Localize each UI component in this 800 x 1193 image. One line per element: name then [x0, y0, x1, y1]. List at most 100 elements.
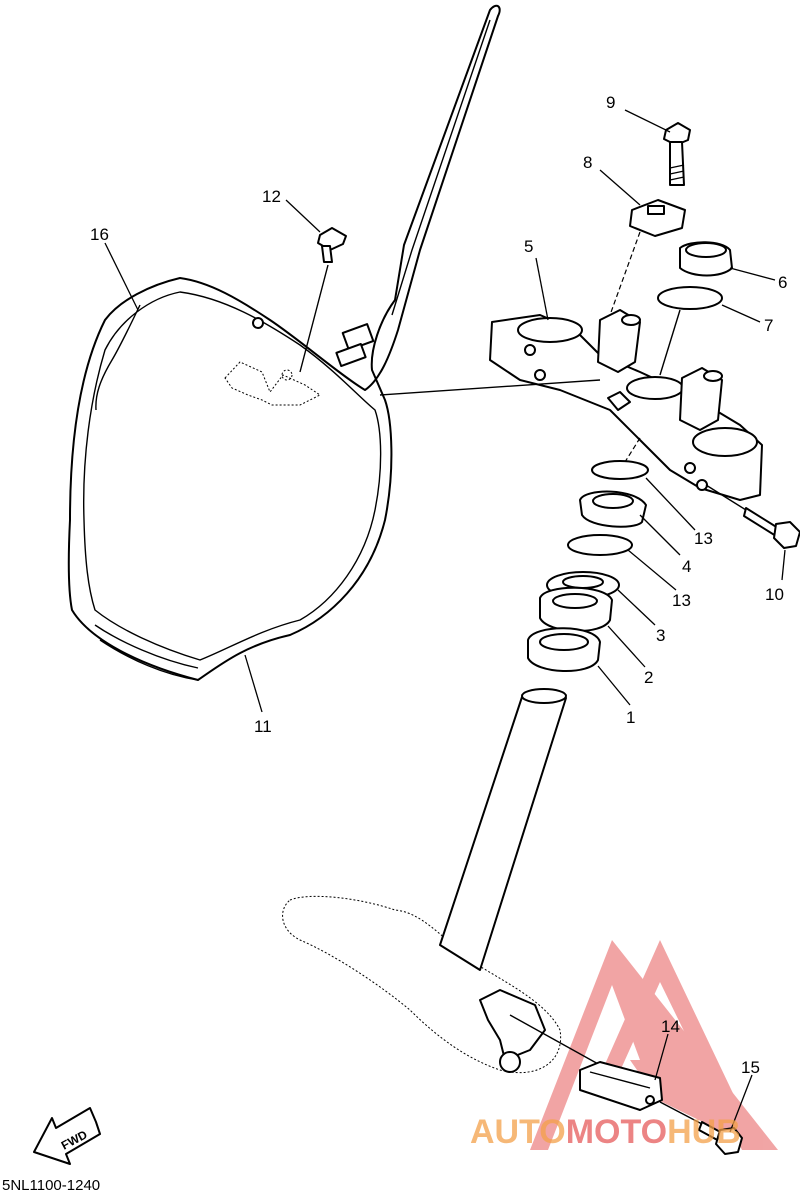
cap-8-axis	[609, 231, 641, 316]
bolt-10-shank	[743, 507, 779, 537]
leader-2	[607, 625, 646, 668]
stem-axis-upper	[619, 437, 641, 471]
guide-14-hole	[645, 1095, 655, 1105]
callout-10: 10	[765, 585, 784, 604]
callout-labels: 9 8 5 6 7 12 16 13 4 13 3 2 1 10 11 14 1…	[90, 93, 787, 1077]
watermark-text: AUTOMOTOHUB	[470, 1113, 741, 1151]
stem-tube	[439, 689, 567, 971]
callout-8: 8	[583, 153, 592, 172]
cap-8-slot	[647, 205, 665, 215]
callout-13-lower: 13	[672, 591, 691, 610]
callout-5: 5	[524, 237, 533, 256]
watermark-text-auto: AUTO	[470, 1113, 566, 1151]
bolt-9-thread	[669, 164, 685, 181]
leader-7	[721, 304, 761, 323]
fwd-arrow-shape	[33, 1107, 101, 1165]
lower-clamp	[479, 989, 546, 1061]
watermark-logo	[530, 940, 778, 1150]
cap-8-body	[629, 199, 686, 237]
number-plate-body	[67, 4, 501, 681]
handlebar-post-right	[679, 367, 723, 431]
bolt-12-head	[317, 227, 347, 251]
callout-1: 1	[626, 708, 635, 727]
guide-14-groove	[589, 1071, 651, 1089]
bolt-15-axis	[659, 1101, 703, 1125]
number-plate-lower-edge	[94, 624, 199, 681]
leader-6	[729, 267, 776, 281]
upper-bracket-body	[489, 314, 763, 501]
number-plate-mount-hole	[252, 317, 264, 329]
guide-14	[579, 1061, 663, 1111]
bolt-9-shank	[669, 141, 685, 186]
guide-14-body	[579, 1061, 663, 1111]
post-right-top	[703, 370, 723, 382]
upper-bracket-nub	[607, 391, 631, 411]
callout-7: 7	[764, 316, 773, 335]
leader-9	[624, 109, 671, 133]
watermark-text-hub: HUB	[667, 1113, 741, 1151]
washer-13-upper	[591, 460, 649, 480]
bolt-15-head	[715, 1127, 743, 1155]
leader-10	[781, 549, 786, 581]
leader-5	[535, 257, 549, 321]
clamp-to-guide-line	[509, 1014, 601, 1066]
leader-16	[104, 242, 139, 311]
ghost-bolt-hole	[281, 369, 293, 381]
upper-bracket-right-bore	[692, 427, 758, 457]
bolt-10-head	[773, 521, 800, 549]
watermark-text-moto: MOTO	[566, 1113, 667, 1151]
callout-12: 12	[262, 187, 281, 206]
bracket-to-plate-line	[379, 379, 601, 396]
washer-13-lower	[567, 534, 633, 556]
leader-8	[599, 169, 641, 206]
bolt-10-axis	[705, 484, 747, 511]
upper-bracket-left-bore	[517, 317, 583, 343]
number-plate-inner-edge	[83, 291, 382, 661]
clamp-hole-right-1	[684, 462, 696, 474]
callout-2: 2	[644, 668, 653, 687]
leader-13b	[627, 549, 677, 591]
bolt-10	[705, 484, 800, 549]
fwd-arrow: FWD	[33, 1107, 101, 1165]
callout-4: 4	[682, 557, 691, 576]
bolt-15	[659, 1101, 743, 1155]
nut-6-top	[685, 242, 727, 258]
nut-6	[679, 241, 733, 277]
leader-1	[597, 665, 631, 706]
bearing-1-bore	[539, 633, 589, 651]
watermark-triangle-inner	[598, 940, 760, 1150]
clamp-hole-left-1	[524, 344, 536, 356]
number-plate-slot-lower	[335, 342, 367, 368]
bolt-9-head	[663, 122, 691, 146]
bolt-12	[299, 227, 347, 373]
leader-lines	[104, 109, 786, 1133]
number-plate-panel-edge	[95, 304, 141, 411]
callout-14: 14	[661, 1017, 680, 1036]
steering-stem	[282, 688, 601, 1074]
callout-6: 6	[778, 273, 787, 292]
callout-16: 16	[90, 225, 109, 244]
callout-15: 15	[741, 1058, 760, 1077]
watermark-triangle-outer	[530, 940, 778, 1150]
leader-13a	[645, 477, 696, 531]
diagram-code: 5NL1100-1240	[2, 1177, 100, 1193]
washer-7-axis	[659, 309, 681, 376]
stem-tube-top	[521, 688, 567, 704]
callout-3: 3	[656, 626, 665, 645]
bolt-9	[663, 122, 691, 186]
upper-bracket-5	[379, 309, 763, 501]
cap-8	[629, 199, 686, 237]
leader-15	[729, 1074, 753, 1133]
bearing-2-bore	[552, 593, 598, 609]
callout-9: 9	[606, 93, 615, 112]
front-number-plate	[67, 4, 501, 681]
callout-13-upper: 13	[694, 529, 713, 548]
ring-nut-4-bore	[592, 493, 634, 509]
ring-nut-4	[579, 490, 647, 528]
clamp-hole-left-2	[534, 369, 546, 381]
washer-7	[657, 286, 723, 310]
bolt-12-axis	[299, 264, 329, 373]
bearing-2	[539, 586, 613, 632]
